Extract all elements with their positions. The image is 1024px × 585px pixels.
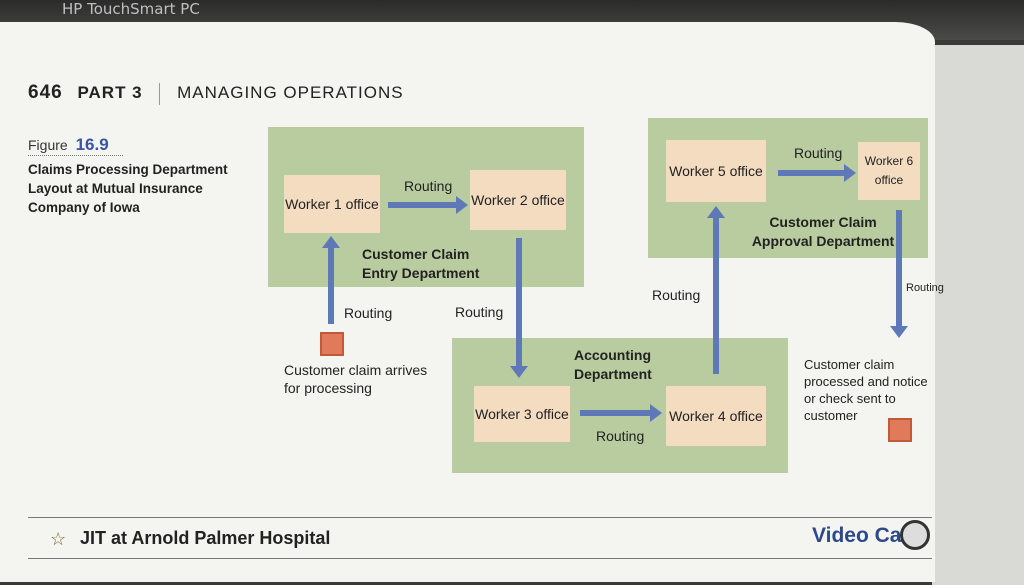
- worker-6-office: Worker 6 office: [858, 142, 920, 200]
- book-page: [0, 22, 935, 582]
- page-number: 646: [28, 82, 63, 103]
- worker-1-office: Worker 1 office: [284, 175, 380, 233]
- footer-rule-bottom: [28, 558, 932, 559]
- routing-arrow-into-w1: [322, 236, 340, 324]
- part-label: PART 3: [77, 83, 143, 102]
- video-camera-icon: [900, 520, 930, 550]
- routing-label-w2-w3: Routing: [455, 304, 504, 320]
- routing-label-w4-w5: Routing: [652, 287, 701, 303]
- routing-label-w3-w4: Routing: [596, 428, 645, 444]
- claim-processed-note: Customer claim processed and notice or c…: [804, 357, 928, 423]
- figure-word: Figure: [28, 137, 68, 153]
- footer-rule-top: [28, 517, 932, 518]
- routing-label-w5-w6: Routing: [794, 145, 843, 161]
- figure-label: Figure 16.9: [28, 135, 123, 156]
- outgoing-claim-icon: [888, 418, 912, 442]
- routing-arrow-w3-w4: [580, 404, 662, 422]
- case-title: JIT at Arnold Palmer Hospital: [80, 528, 331, 548]
- video-case-label: Video Case: [812, 524, 925, 547]
- header-divider: [159, 82, 161, 105]
- claim-arrives-note: Customer claim arrives for processing: [284, 362, 428, 396]
- accounting-department-label: Accounting Department: [574, 347, 652, 382]
- section-title: MANAGING OPERATIONS: [177, 83, 404, 102]
- incoming-claim-icon: [320, 332, 344, 356]
- entry-department-label: Customer Claim Entry Department: [362, 246, 480, 281]
- facing-page: [932, 45, 1024, 585]
- worker-4-office: Worker 4 office: [666, 386, 766, 446]
- worker-5-office: Worker 5 office: [666, 140, 766, 202]
- routing-arrow-w5-w6: [778, 164, 856, 182]
- routing-label-into-w1: Routing: [344, 305, 393, 321]
- running-header: 646 PART 3 MANAGING OPERATIONS: [28, 82, 404, 105]
- routing-arrow-w1-w2: [388, 196, 468, 214]
- worker-2-office: Worker 2 office: [470, 170, 566, 230]
- routing-arrow-w4-w5: [707, 206, 725, 374]
- star-icon: ☆: [50, 529, 67, 549]
- worker-3-office: Worker 3 office: [474, 386, 570, 442]
- figure-title: Claims Processing Department Layout at M…: [28, 162, 228, 215]
- routing-arrow-w2-w3: [510, 238, 528, 378]
- routing-label-w1-w2: Routing: [404, 178, 453, 194]
- figure-number: 16.9: [75, 135, 109, 154]
- routing-label-w6-out: Routing: [906, 282, 944, 294]
- routing-arrow-w6-out: [890, 210, 908, 338]
- device-label: HP TouchSmart PC: [62, 0, 200, 18]
- approval-department-label: Customer Claim Approval Department: [751, 214, 895, 249]
